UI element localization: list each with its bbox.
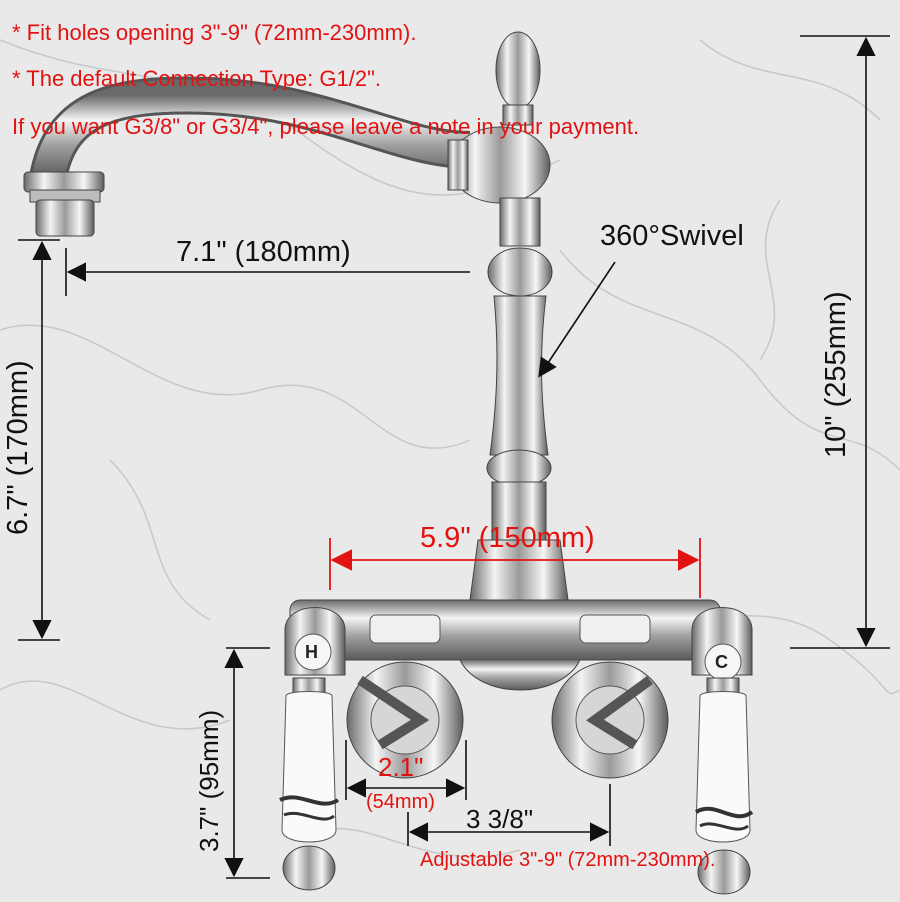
- center-width-label: 5.9" (150mm): [420, 522, 595, 554]
- handle-height-label: 3.7" (95mm): [194, 709, 224, 852]
- note-fit-holes: * Fit holes opening 3"-9" (72mm-230mm).: [12, 20, 417, 45]
- note-connection-type: * The default Connection Type: G1/2".: [12, 66, 382, 91]
- note-other-sizes: If you want G3/8" or G3/4", please leave…: [12, 114, 640, 139]
- spout: [23, 76, 471, 237]
- dimension-lines: [18, 35, 890, 879]
- arm-spacing-label: 3 3/8": [466, 804, 534, 834]
- swivel-finial: [447, 31, 551, 204]
- handle-caps: [284, 607, 753, 681]
- bridge-body: [289, 599, 721, 691]
- cold-handle-label: C: [715, 652, 728, 672]
- ceramic-handles: [279, 677, 754, 895]
- flange-diameter-in-label: 2.1": [378, 752, 424, 782]
- faucet-column: [469, 197, 569, 601]
- flange-diameter-mm-label: (54mm): [366, 791, 435, 813]
- hot-handle-label: H: [305, 642, 318, 662]
- spout-reach-label: 7.1" (180mm): [176, 236, 351, 268]
- swivel-label: 360°Swivel: [600, 220, 744, 252]
- center-width-line: [329, 538, 701, 598]
- total-height-label: 10" (255mm): [820, 291, 852, 458]
- spout-height-label: 6.7" (170mm): [2, 360, 34, 535]
- wall-flanges: [346, 661, 669, 779]
- adjustable-label: Adjustable 3"-9" (72mm-230mm).: [420, 849, 716, 871]
